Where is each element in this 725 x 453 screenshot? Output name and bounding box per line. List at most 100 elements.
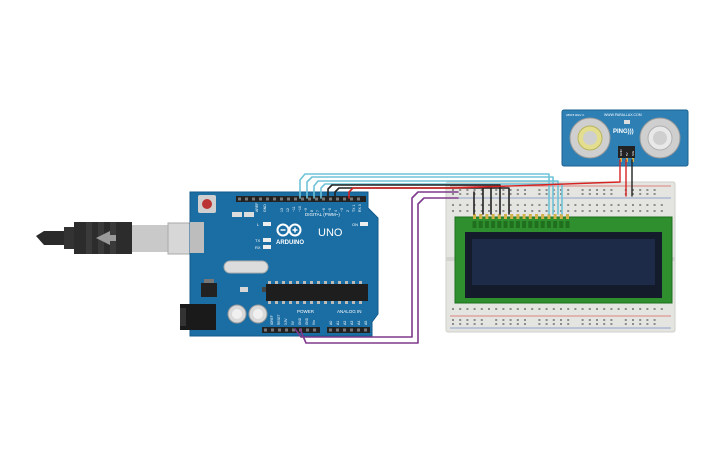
breadboard-hole[interactable] xyxy=(531,204,534,206)
breadboard-hole[interactable] xyxy=(596,308,598,310)
breadboard-hole[interactable] xyxy=(639,210,642,212)
breadboard-hole[interactable] xyxy=(560,323,562,325)
breadboard-hole[interactable] xyxy=(596,323,598,325)
breadboard-hole[interactable] xyxy=(538,308,541,310)
breadboard-hole[interactable] xyxy=(610,210,613,212)
breadboard-hole[interactable] xyxy=(495,204,498,206)
breadboard-hole[interactable] xyxy=(516,189,519,191)
lcd-pin[interactable] xyxy=(504,214,507,219)
lcd-pin[interactable] xyxy=(479,214,483,219)
header-pin[interactable] xyxy=(329,197,332,201)
breadboard-hole[interactable] xyxy=(560,193,562,195)
breadboard-hole[interactable] xyxy=(653,210,656,212)
breadboard-hole[interactable] xyxy=(560,204,562,206)
breadboard-hole[interactable] xyxy=(459,189,462,191)
breadboard-hole[interactable] xyxy=(538,204,541,206)
breadboard-hole[interactable] xyxy=(509,189,512,191)
breadboard-hole[interactable] xyxy=(660,210,663,212)
breadboard-hole[interactable] xyxy=(624,308,627,310)
breadboard-hole[interactable] xyxy=(452,204,454,206)
breadboard-hole[interactable] xyxy=(502,323,505,325)
analog-header[interactable] xyxy=(327,327,370,333)
breadboard-hole[interactable] xyxy=(545,308,548,310)
breadboard-hole[interactable] xyxy=(466,308,469,310)
breadboard-hole[interactable] xyxy=(646,189,649,191)
breadboard-hole[interactable] xyxy=(480,323,483,325)
breadboard-hole[interactable] xyxy=(567,189,570,191)
lcd-pin[interactable] xyxy=(541,214,545,219)
breadboard-hole[interactable] xyxy=(466,323,469,325)
breadboard-hole[interactable] xyxy=(660,308,663,310)
breadboard-hole[interactable] xyxy=(574,308,577,310)
breadboard-hole[interactable] xyxy=(502,308,505,310)
sensor-pin[interactable] xyxy=(632,158,634,162)
breadboard-hole[interactable] xyxy=(516,323,519,325)
breadboard-hole[interactable] xyxy=(545,210,548,212)
breadboard-hole[interactable] xyxy=(574,210,577,212)
breadboard-hole[interactable] xyxy=(567,210,570,212)
breadboard-hole[interactable] xyxy=(581,189,584,191)
breadboard-hole[interactable] xyxy=(509,204,512,206)
breadboard-hole[interactable] xyxy=(531,210,534,212)
breadboard-hole[interactable] xyxy=(552,308,555,310)
power-header[interactable] xyxy=(262,327,320,333)
breadboard-hole[interactable] xyxy=(480,319,483,321)
header-pin[interactable] xyxy=(329,328,332,332)
breadboard-hole[interactable] xyxy=(502,204,505,206)
breadboard-hole[interactable] xyxy=(560,319,562,321)
breadboard-hole[interactable] xyxy=(516,308,519,310)
header-pin[interactable] xyxy=(315,197,318,201)
breadboard-hole[interactable] xyxy=(466,193,469,195)
breadboard-hole[interactable] xyxy=(653,308,656,310)
header-pin[interactable] xyxy=(350,197,353,201)
breadboard-hole[interactable] xyxy=(603,193,606,195)
breadboard-hole[interactable] xyxy=(567,308,570,310)
breadboard-hole[interactable] xyxy=(639,189,642,191)
breadboard-hole[interactable] xyxy=(473,323,476,325)
breadboard-hole[interactable] xyxy=(459,210,462,212)
breadboard-hole[interactable] xyxy=(646,323,649,325)
header-pin[interactable] xyxy=(336,197,339,201)
breadboard-hole[interactable] xyxy=(639,319,642,321)
lcd-pin[interactable] xyxy=(497,214,501,219)
breadboard-hole[interactable] xyxy=(596,319,598,321)
breadboard-hole[interactable] xyxy=(452,319,454,321)
breadboard-hole[interactable] xyxy=(646,319,649,321)
breadboard-hole[interactable] xyxy=(459,319,462,321)
header-pin[interactable] xyxy=(245,197,248,201)
breadboard-hole[interactable] xyxy=(581,323,584,325)
breadboard-hole[interactable] xyxy=(617,308,620,310)
lcd-pin[interactable] xyxy=(485,214,489,219)
breadboard-hole[interactable] xyxy=(516,193,519,195)
breadboard-hole[interactable] xyxy=(502,210,505,212)
breadboard-hole[interactable] xyxy=(567,193,570,195)
header-pin[interactable] xyxy=(308,197,311,201)
breadboard-hole[interactable] xyxy=(545,319,548,321)
lcd-pin[interactable] xyxy=(510,214,514,219)
breadboard-hole[interactable] xyxy=(545,323,548,325)
breadboard-hole[interactable] xyxy=(524,323,526,325)
breadboard-hole[interactable] xyxy=(480,189,483,191)
breadboard-hole[interactable] xyxy=(509,210,512,212)
breadboard-hole[interactable] xyxy=(560,308,562,310)
breadboard-hole[interactable] xyxy=(588,210,591,212)
breadboard-hole[interactable] xyxy=(632,193,634,195)
breadboard-hole[interactable] xyxy=(502,189,505,191)
breadboard-hole[interactable] xyxy=(452,210,454,212)
breadboard-hole[interactable] xyxy=(560,210,562,212)
breadboard-hole[interactable] xyxy=(488,204,490,206)
breadboard-hole[interactable] xyxy=(459,193,462,195)
breadboard-hole[interactable] xyxy=(466,204,469,206)
header-pin[interactable] xyxy=(264,328,267,332)
breadboard-hole[interactable] xyxy=(502,193,505,195)
lcd-pin[interactable] xyxy=(535,214,538,219)
breadboard-hole[interactable] xyxy=(509,193,512,195)
header-pin[interactable] xyxy=(238,197,241,201)
breadboard-hole[interactable] xyxy=(610,308,613,310)
breadboard-hole[interactable] xyxy=(516,204,519,206)
breadboard-hole[interactable] xyxy=(452,308,454,310)
breadboard-hole[interactable] xyxy=(552,323,555,325)
breadboard-hole[interactable] xyxy=(524,189,526,191)
breadboard-hole[interactable] xyxy=(646,308,649,310)
lcd-pin[interactable] xyxy=(473,214,476,219)
